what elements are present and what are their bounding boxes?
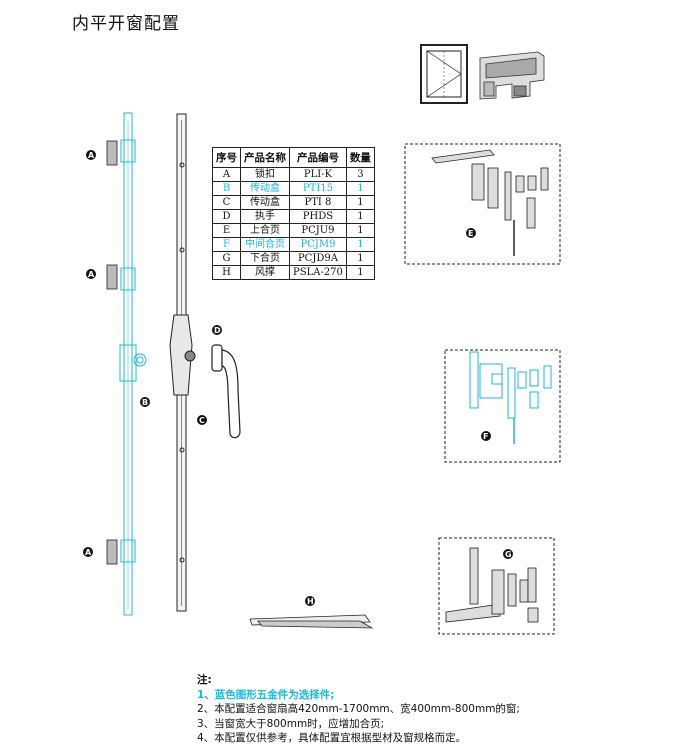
table-cell-code: PCJD9A <box>289 251 347 266</box>
column-header: 数量 <box>345 147 375 168</box>
profile-section-drawing <box>479 51 545 100</box>
friction-stay-h-drawing <box>249 614 374 629</box>
callout-b: B <box>140 397 150 407</box>
notes: 注: 1、蓝色图形五金件为选择件; 2、本配置适合窗扇高420mm-1700mm… <box>197 673 520 746</box>
table-cell-id: C <box>212 195 241 210</box>
table-cell-qty: 1 <box>345 209 375 224</box>
svg-text:A: A <box>88 270 95 279</box>
callout-f: F <box>481 431 491 441</box>
page-title: 内平开窗配置 <box>72 14 180 34</box>
table-cell-code: PHDS <box>289 209 347 224</box>
middle-hinge-f-drawing <box>469 351 552 444</box>
top-hinge-e-drawing <box>431 149 549 256</box>
svg-text:E: E <box>468 229 473 238</box>
table-cell-qty: 1 <box>345 265 375 280</box>
table-cell-qty: 1 <box>345 181 375 196</box>
drive-rod-c <box>169 113 196 612</box>
note-item: 2、本配置适合窗扇高420mm-1700mm、宽400mm-800mm的窗; <box>197 703 520 715</box>
table-cell-qty: 1 <box>345 251 375 266</box>
note-item: 3、当窗宽大于800mm时，应增加合页; <box>197 717 385 730</box>
table-cell-qty: 1 <box>345 237 375 252</box>
svg-text:D: D <box>214 326 221 335</box>
table-cell-code: PCJU9 <box>289 223 347 238</box>
table-cell-id: A <box>212 167 241 182</box>
table-cell-name: 中间合页 <box>240 237 290 252</box>
callout-c: C <box>197 415 207 425</box>
table-cell-id: F <box>212 237 241 252</box>
svg-text:H: H <box>307 597 314 606</box>
bottom-hinge-g-drawing <box>445 547 539 623</box>
window-icon <box>420 44 468 104</box>
callout-a1: A <box>86 150 96 160</box>
table-cell-name: 传动盒 <box>240 195 290 210</box>
column-header: 产品编号 <box>289 147 347 168</box>
table-cell-name: 执手 <box>240 209 290 224</box>
hinge-f-frame <box>444 349 561 463</box>
table-cell-code: PTI 8 <box>289 195 347 210</box>
callout-g: G <box>503 549 513 559</box>
hinge-e-frame <box>404 143 561 265</box>
column-header: 产品名称 <box>240 147 290 168</box>
parts-table-header: 序号 产品名称 产品编号 数量 <box>212 147 375 168</box>
svg-text:A: A <box>85 548 92 557</box>
svg-text:B: B <box>142 398 148 407</box>
table-cell-id: B <box>212 181 241 196</box>
table-cell-name: 锁扣 <box>240 167 290 182</box>
callout-h: H <box>305 596 315 606</box>
note-item: 4、本配置仅供参考，具体配置宜根据型材及窗规格而定。 <box>197 732 467 744</box>
table-cell-name: 下合页 <box>240 251 290 266</box>
callout-d: D <box>212 325 222 335</box>
svg-text:C: C <box>199 416 205 425</box>
callout-a2: A <box>86 269 96 279</box>
table-cell-name: 风撑 <box>240 265 290 280</box>
lock-keeper-a <box>106 140 118 565</box>
table-cell-code: PTI15 <box>289 181 347 196</box>
callout-a3: A <box>83 547 93 557</box>
table-cell-id: D <box>212 209 241 224</box>
table-cell-code: PCJM9 <box>289 237 347 252</box>
table-cell-code: PSLA-270 <box>289 265 347 280</box>
table-cell-qty: 1 <box>345 223 375 238</box>
table-cell-id: E <box>212 223 241 238</box>
table-cell-name: 传动盒 <box>240 181 290 196</box>
hinge-g-frame <box>438 537 555 635</box>
table-cell-qty: 3 <box>345 167 375 182</box>
svg-text:A: A <box>88 151 95 160</box>
window-handle-d <box>211 344 241 439</box>
table-cell-qty: 1 <box>345 195 375 210</box>
table-cell-id: G <box>212 251 241 266</box>
column-header: 序号 <box>212 147 241 168</box>
table-cell-id: H <box>212 265 241 280</box>
table-cell-name: 上合页 <box>240 223 290 238</box>
notes-heading: 注: <box>197 674 212 686</box>
callout-e: E <box>466 228 476 238</box>
svg-text:G: G <box>505 550 512 559</box>
note-item: 1、蓝色图形五金件为选择件; <box>197 688 335 701</box>
drive-rod-b <box>119 112 147 616</box>
svg-text:F: F <box>483 432 488 441</box>
table-cell-code: PLI-K <box>289 167 347 182</box>
